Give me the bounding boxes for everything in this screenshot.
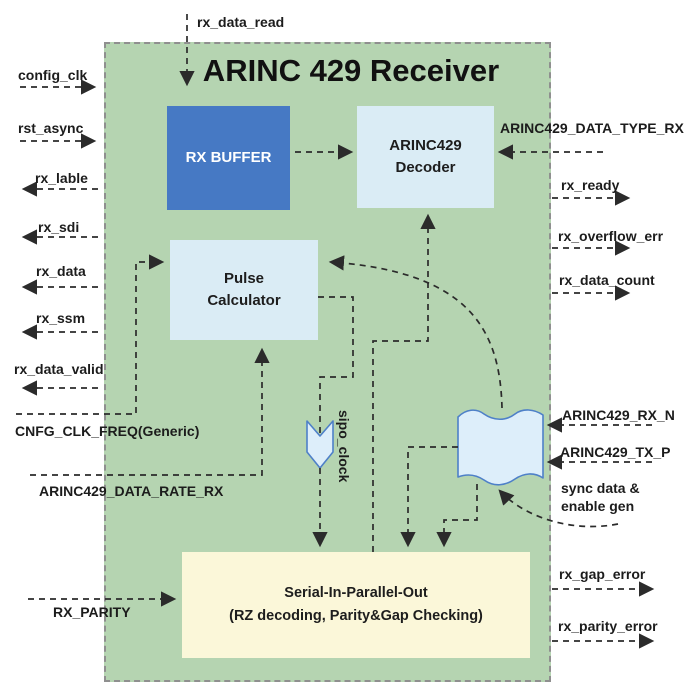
signal-label-rx-sdi: rx_sdi <box>38 219 80 235</box>
sipo-label-line1: Serial-In-Parallel-Out <box>284 585 428 601</box>
pulse-label-line1: Pulse <box>223 270 265 287</box>
signal-label-rx-data: rx_data <box>36 263 86 279</box>
decoder-label-line1: ARINC429 <box>389 137 462 154</box>
signal-label-config-clk: config_clk <box>18 67 88 83</box>
sync-gen-label-line1: sync data & <box>561 480 640 496</box>
signal-label-rx-parity-error: rx_parity_error <box>558 618 658 634</box>
signal-label-rx-lable: rx_lable <box>35 170 88 186</box>
signal-label-arinc429-tx-p: ARINC429_TX_P <box>560 444 671 460</box>
sync-gen-label-line2: enable gen <box>561 498 635 514</box>
sipo-clock-shape <box>306 420 334 469</box>
signal-label-rst-async: rst_async <box>18 120 84 136</box>
rx-buffer-block: RX BUFFER <box>167 106 290 210</box>
decoder-label-line2: Decoder <box>395 159 456 176</box>
sipo-clock-label: sipo_clock <box>336 410 352 483</box>
sipo-block: Serial-In-Parallel-Out (RZ decoding, Par… <box>182 552 530 658</box>
wire-sipo-to-decoder <box>372 213 436 552</box>
signal-label-rx-data-count: rx_data_count <box>559 272 655 288</box>
signal-label-rx-data-valid: rx_data_valid <box>14 361 104 377</box>
sync-flag-shape <box>457 409 544 486</box>
wire-flag-to-sipo-2 <box>436 484 478 548</box>
pulse-calculator-block: Pulse Calculator <box>170 240 318 340</box>
sipo-label-line2: (RZ decoding, Parity&Gap Checking) <box>229 608 483 624</box>
signal-label-rx-gap-error: rx_gap_error <box>559 566 646 582</box>
wire-syncgen-to-flag <box>498 489 619 528</box>
signal-label-data-type-rx: ARINC429_DATA_TYPE_RX <box>500 120 684 136</box>
signal-label-rx-overflow-err: rx_overflow_err <box>558 228 664 244</box>
pulse-label-line2: Calculator <box>207 292 281 309</box>
signal-label-rx-parity: RX_PARITY <box>53 604 131 620</box>
page-title: ARINC 429 Receiver <box>202 53 500 88</box>
wire-cnfg-clk-freq <box>16 254 165 415</box>
wire-flag-to-sipo-1 <box>400 446 458 548</box>
arinc429-decoder-block: ARINC429 Decoder <box>357 106 494 208</box>
sync-gen-label: sync data & enable gen <box>561 479 640 515</box>
signal-label-rx-ssm: rx_ssm <box>36 310 86 326</box>
wire-flag-to-pulse <box>328 255 503 409</box>
signal-label-rx-ready: rx_ready <box>561 177 620 193</box>
wire-data-rate-rx <box>30 347 270 476</box>
signal-label-data-rate-rx: ARINC429_DATA_RATE_RX <box>39 483 224 499</box>
rx-buffer-label: RX BUFFER <box>185 149 272 166</box>
signal-label-cnfg-clk-freq: CNFG_CLK_FREQ(Generic) <box>15 423 200 439</box>
signal-label-rx-data-read: rx_data_read <box>197 14 285 30</box>
signal-label-arinc429-rx-n: ARINC429_RX_N <box>562 407 675 423</box>
wire-pulse-to-sipo-clock <box>318 296 354 433</box>
